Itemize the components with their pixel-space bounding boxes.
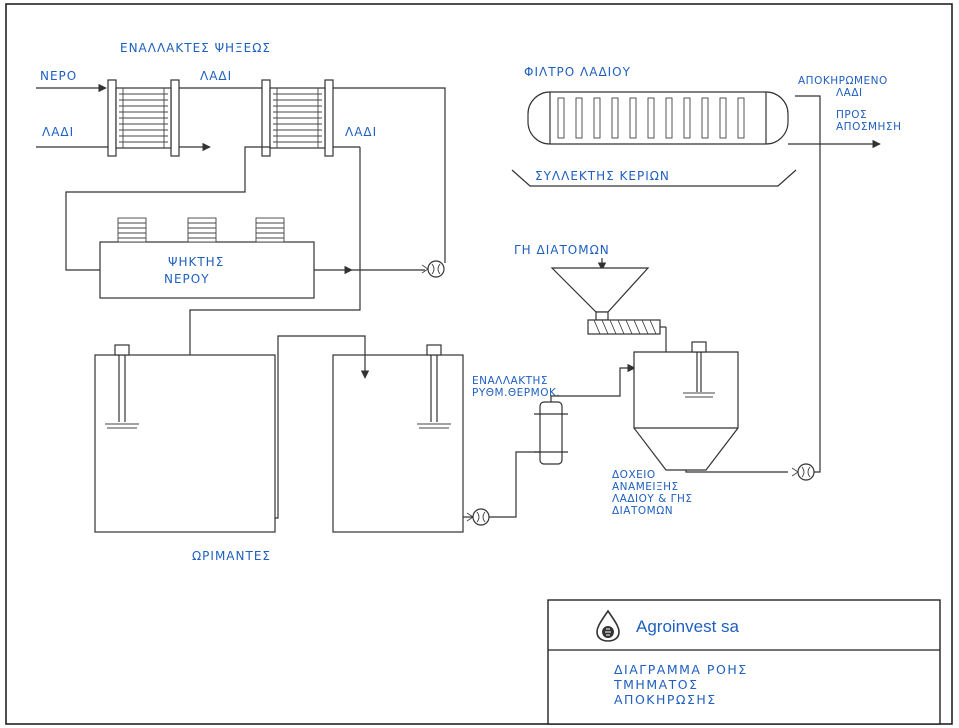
oil-filter (527, 91, 789, 145)
exchanger-label-1: ΕΝΑΛΛΑΚΤΗΣ (472, 375, 548, 387)
oil-filter-label: ΦΙΛΤΡΟ ΛΑΔΙΟΥ (524, 65, 631, 79)
pump-icon (421, 260, 445, 278)
wax-collector (511, 169, 797, 187)
to-deodor-label-1: ΠΡΟΣ (836, 109, 867, 121)
to-deodor-label-2: ΑΠΟΣΜΗΣΗ (836, 121, 901, 133)
water-label: ΝΕΡΟ (40, 69, 77, 83)
diatom-hopper (550, 267, 667, 352)
maturators-label: ΩΡΙΜΑΝΤΕΣ (192, 549, 271, 563)
tank-label-4: ΔΙΑΤΟΜΩΝ (612, 505, 673, 517)
pump-icon (791, 463, 815, 481)
oil-top-label: ΛΑΔΙ (200, 69, 232, 83)
tank-label-2: ΑΝΑΜΕΙΞΗΣ (612, 481, 679, 493)
dewaxed-oil-label-2: ΛΑΔΙ (836, 87, 863, 99)
maturator-1 (94, 344, 276, 533)
tank-label-1: ΔΟΧΕΙΟ (612, 469, 656, 481)
dewaxed-oil-label-1: ΑΠΟΚΗΡΩΜΕΝΟ (798, 75, 888, 87)
oil-left-label: ΛΑΔΙ (42, 125, 74, 139)
heat-exchanger-2 (261, 79, 334, 157)
title-line-2: ΤΜΗΜΑΤΟΣ (613, 677, 699, 692)
title-block (547, 599, 941, 725)
temp-control-exchanger (534, 401, 568, 465)
company-name: Agroinvest sa (636, 617, 740, 636)
heat-exchanger-1 (107, 79, 180, 157)
title-line-3: ΑΠΟΚΗΡΩΣΗΣ (614, 692, 717, 707)
water-cooler-label-2: ΝΕΡΟΥ (164, 272, 210, 286)
tank-label-3: ΛΑΔΙΟΥ & ΓΗΣ (612, 493, 693, 505)
exchanger-label-2: ΡΥΘΜ.ΘΕΡΜΟΚ. (472, 387, 560, 399)
agroinvest-logo-icon (596, 609, 620, 642)
heat-exchangers-label: ΕΝΑΛΛΑΚΤΕΣ ΨΗΞΕΩΣ (120, 41, 271, 55)
collector-label: ΣΥΛΛΕΚΤΗΣ ΚΕΡΙΩΝ (535, 169, 670, 183)
oil-right-label: ΛΑΔΙ (345, 125, 377, 139)
water-cooler (99, 217, 315, 299)
diatom-earth-label: ΓΗ ΔΙΑΤΟΜΩΝ (514, 243, 610, 257)
water-cooler-label-1: ΨΗΚΤΗΣ (168, 255, 224, 269)
title-line-1: ΔΙΑΓΡΑΜΜΑ ΡΟΗΣ (614, 662, 748, 677)
maturator-2 (332, 344, 464, 533)
page-frame (5, 3, 953, 725)
mixing-tank (633, 341, 739, 471)
